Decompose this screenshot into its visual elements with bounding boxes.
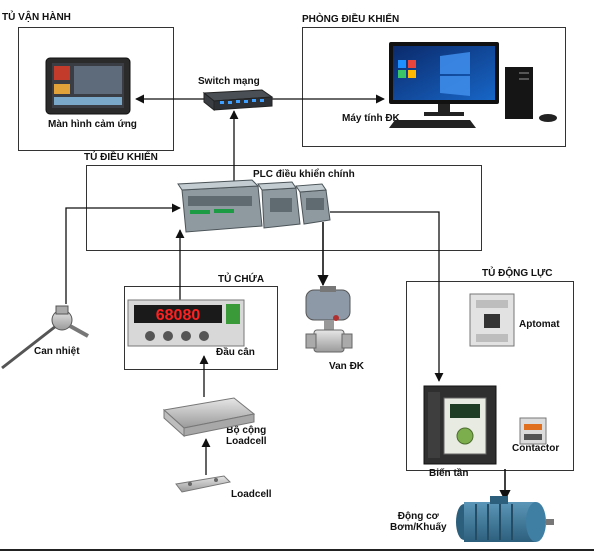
loadcell-junction-label: Bộ cộng Loadcell [226, 425, 267, 447]
motor-image [456, 496, 554, 542]
computer-image [389, 42, 557, 128]
contactor-image [519, 417, 547, 445]
valve-label: Van ĐK [329, 361, 365, 372]
plc-image [177, 179, 331, 233]
switch-label: Switch mạng [198, 76, 260, 87]
power-cabinet-box [406, 281, 574, 471]
link-plc-to-inverter [330, 211, 444, 382]
weigh-head-label: Đầu cân [216, 347, 255, 358]
breaker-image [469, 293, 515, 347]
holding-cabinet-title: TỦ CHỨA [218, 274, 265, 285]
temp-sensor-image [1, 305, 89, 370]
control-room-title: PHÒNG ĐIỀU KHIỂN [302, 14, 400, 25]
operation-cabinet-title: TỦ VẬN HÀNH [2, 12, 71, 23]
plc-label: PLC điều khiển chính [253, 169, 355, 180]
switch-image [202, 89, 274, 112]
touch-screen-image [45, 57, 131, 115]
control-cabinet-title: TỦ ĐIỀU KHIỂN [84, 152, 158, 163]
motor-label: Động cơ Bơm/Khuấy [390, 511, 447, 533]
valve-image [305, 286, 353, 353]
weigh-head-image: 68080 [127, 299, 245, 347]
contactor-label: Contactor [512, 443, 560, 454]
loadcell-junction-image [162, 397, 256, 438]
computer-label: Máy tính ĐK [342, 113, 400, 124]
link-sensor-to-plc [65, 203, 181, 304]
inverter-image [423, 385, 497, 465]
operation-cabinet-box [18, 27, 174, 151]
control-room-box [302, 27, 566, 147]
weigh-display-value: 68080 [156, 307, 201, 324]
power-cabinet-title: TỦ ĐỘNG LỰC [482, 268, 553, 279]
breaker-label: Aptomat [519, 319, 560, 330]
holding-cabinet-box [124, 286, 278, 370]
inverter-label: Biến tần [429, 468, 469, 479]
loadcell-label: Loadcell [231, 489, 272, 500]
loadcell-image [175, 475, 232, 493]
touch-screen-label: Màn hình cảm ứng [48, 119, 137, 130]
temp-sensor-label: Can nhiệt [34, 346, 80, 357]
